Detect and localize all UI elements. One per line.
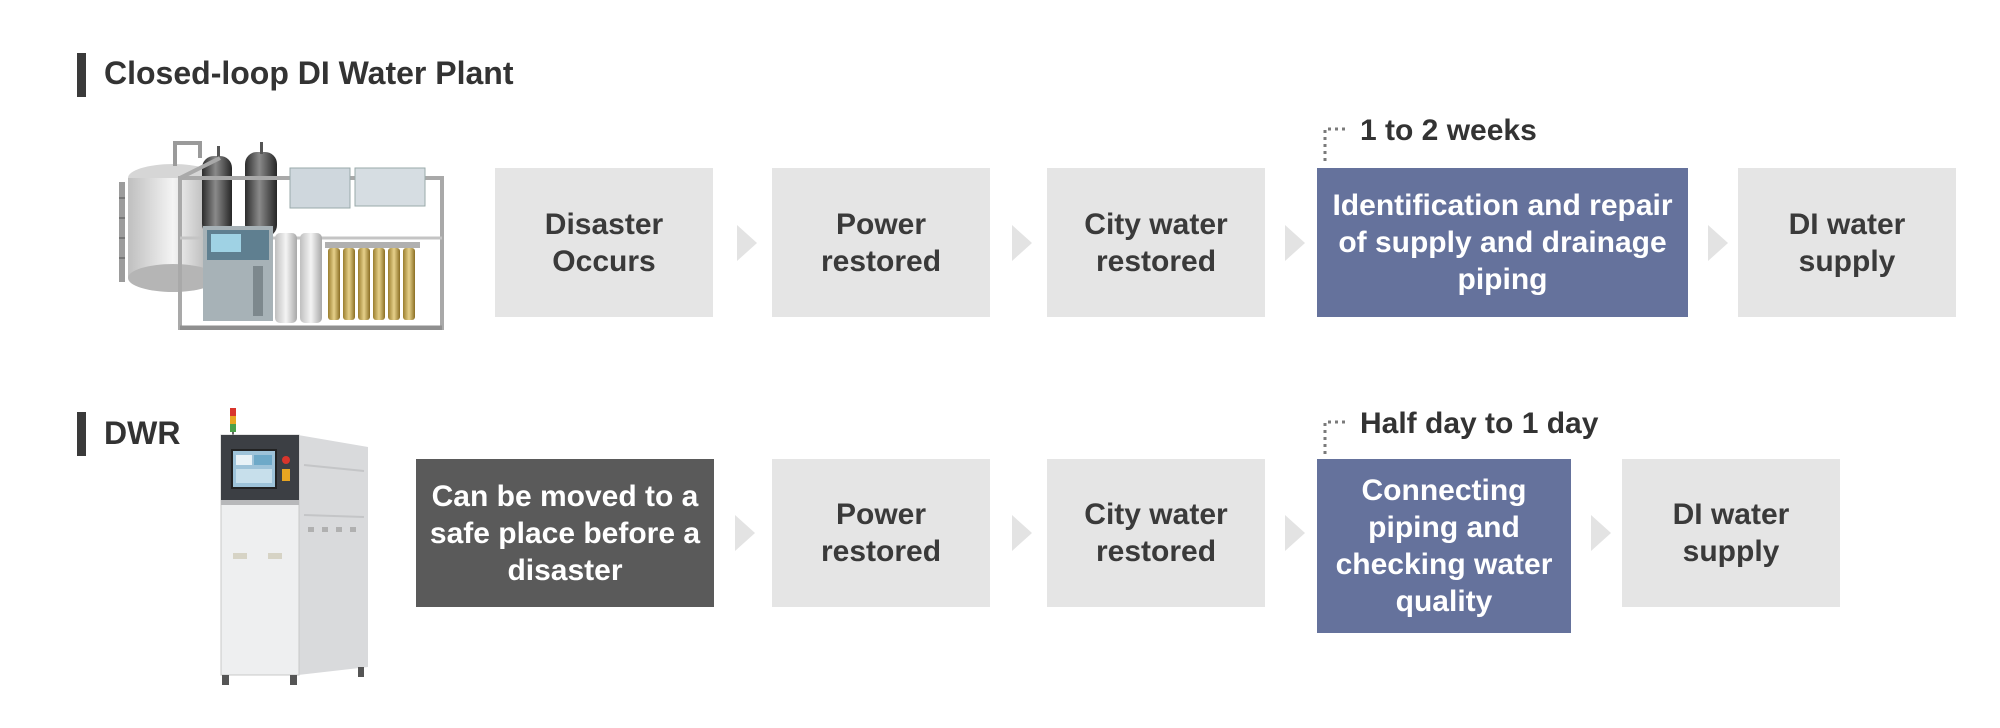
step-connect-piping: Connecting piping and checking water qua… bbox=[1317, 459, 1571, 633]
step-city-water-restored: City water restored bbox=[1047, 168, 1265, 317]
section-marker-plant bbox=[77, 53, 86, 97]
flow-arrow bbox=[1285, 225, 1305, 261]
step-di-water-supply: DI water supply bbox=[1738, 168, 1956, 317]
flow-arrow bbox=[1591, 515, 1611, 551]
flow-arrow bbox=[1708, 225, 1728, 261]
step-city-water-restored-dwr: City water restored bbox=[1047, 459, 1265, 607]
step-power-restored-dwr: Power restored bbox=[772, 459, 990, 607]
duration-plant: 1 to 2 weeks bbox=[1360, 114, 1537, 147]
flow-arrow bbox=[737, 225, 757, 261]
dwr-unit-illustration-icon bbox=[220, 408, 368, 685]
duration-bracket-icon bbox=[1323, 127, 1347, 161]
section-title-dwr: DWR bbox=[104, 415, 181, 451]
section-title-plant: Closed-loop DI Water Plant bbox=[104, 55, 514, 91]
flow-arrow bbox=[735, 515, 755, 551]
duration-dwr: Half day to 1 day bbox=[1360, 407, 1599, 440]
step-di-water-supply-dwr: DI water supply bbox=[1622, 459, 1840, 607]
section-marker-dwr bbox=[77, 412, 86, 456]
step-piping-repair: Identification and repair of supply and … bbox=[1317, 168, 1688, 317]
step-disaster-occurs: Disaster Occurs bbox=[495, 168, 713, 317]
step-move-to-safe-place: Can be moved to a safe place before a di… bbox=[416, 459, 714, 607]
duration-bracket-icon bbox=[1323, 420, 1347, 454]
flow-arrow bbox=[1012, 515, 1032, 551]
plant-illustration-icon bbox=[119, 141, 444, 330]
flow-arrow bbox=[1012, 225, 1032, 261]
step-power-restored: Power restored bbox=[772, 168, 990, 317]
flow-arrow bbox=[1285, 515, 1305, 551]
